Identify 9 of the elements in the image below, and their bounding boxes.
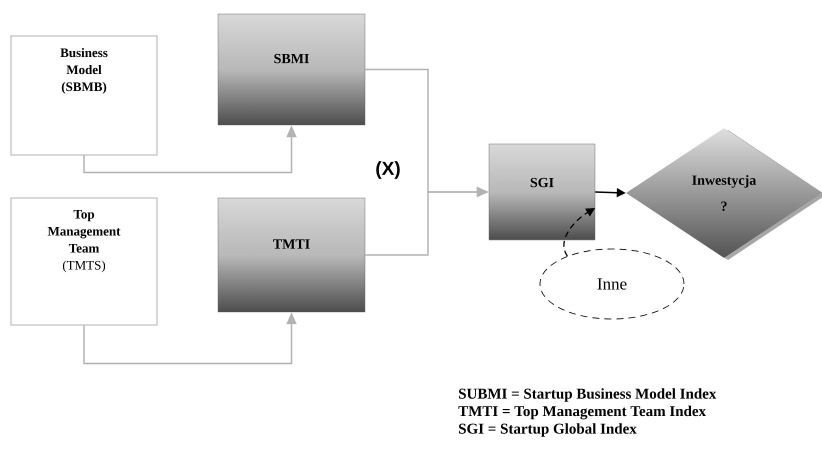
input-box: Business Model (SBMB) xyxy=(10,36,158,156)
index-box: TMTI xyxy=(218,198,366,312)
variable-label: (X) xyxy=(376,161,400,179)
legend-note: SUBMI = Startup Business Model Index xyxy=(459,388,716,402)
legend-note: TMTI = Top Management Team Index xyxy=(458,406,706,420)
index-box: SBMI xyxy=(218,14,366,126)
index-box: SGI xyxy=(488,144,596,240)
legend-note: SGI = Startup Global Index xyxy=(459,423,637,437)
input-box: Top Management Team (TMTS) xyxy=(10,198,158,326)
